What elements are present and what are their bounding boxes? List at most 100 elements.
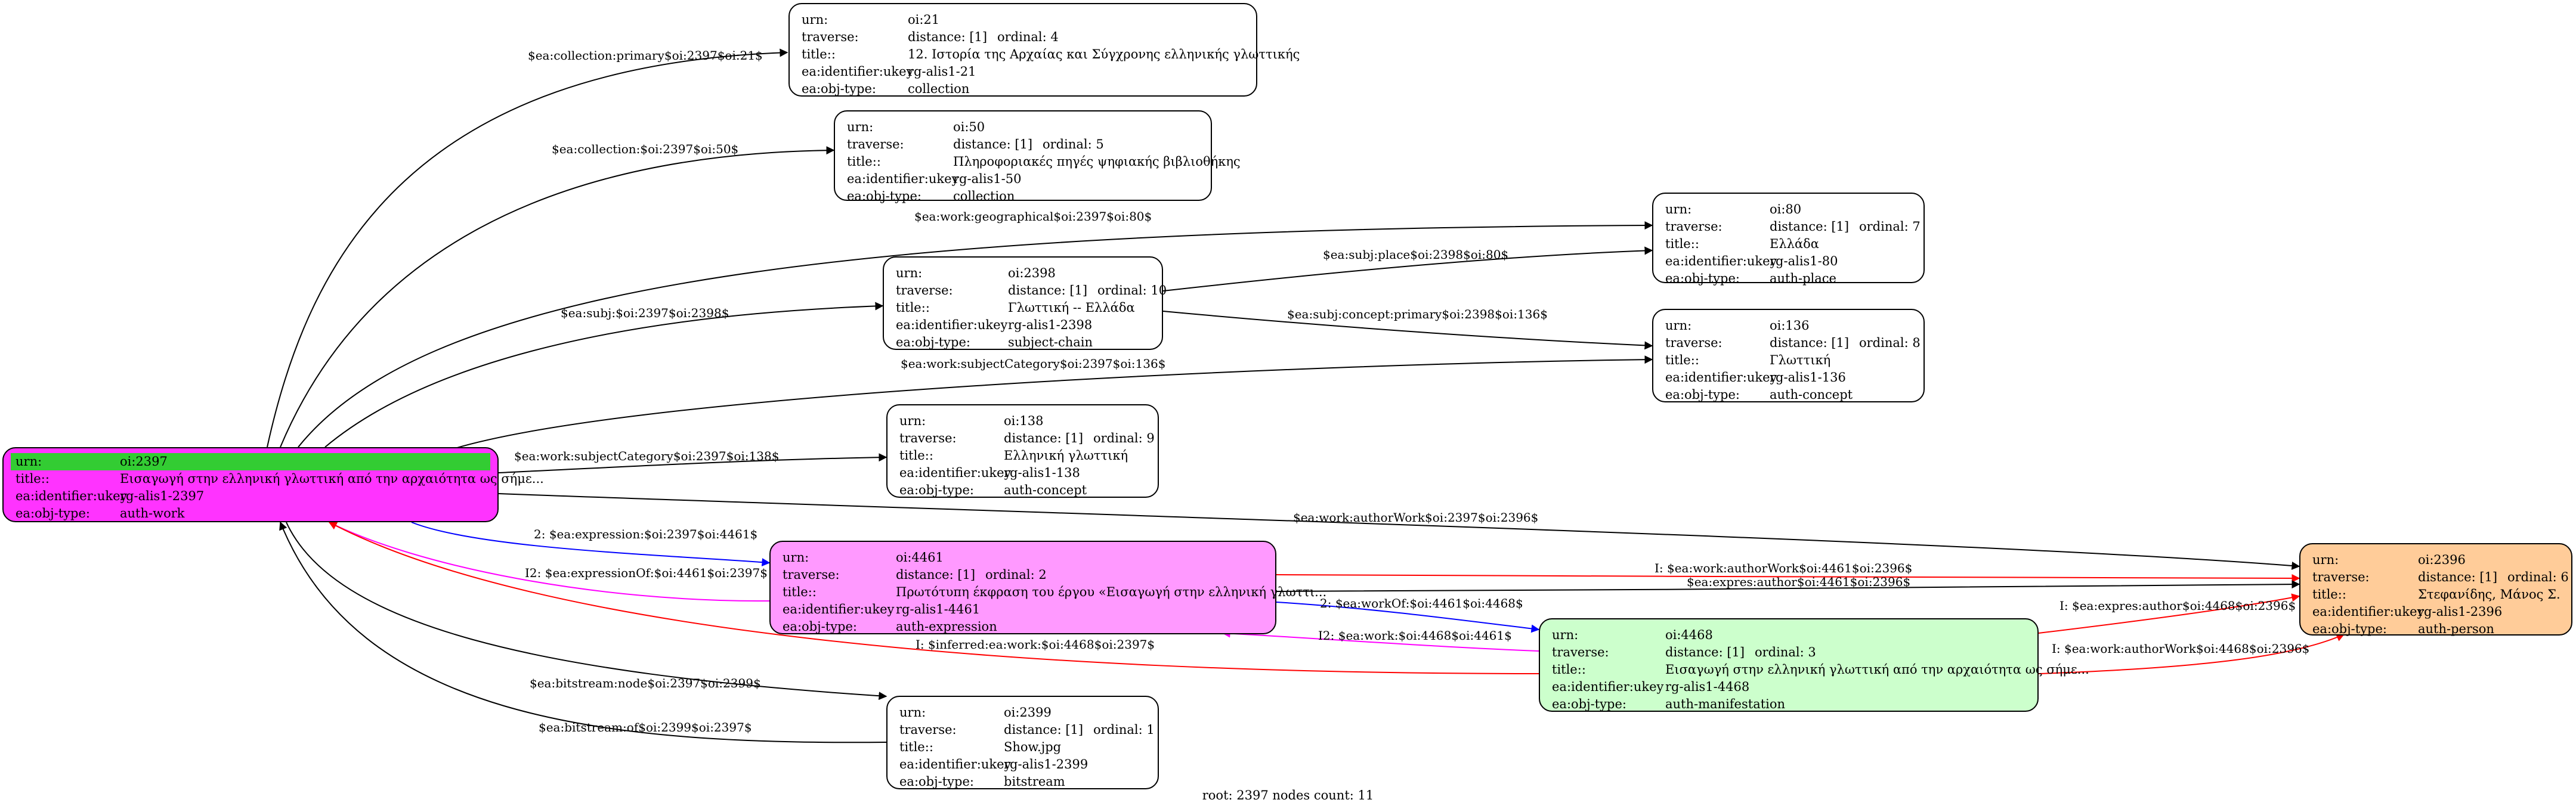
node-ukey: rg-alis1-4468 [1665, 680, 1750, 694]
node-oi-80[interactable]: urn:oi:80 traverse:distance: [1]ordinal:… [1652, 193, 1925, 286]
field-label: urn: [802, 13, 828, 27]
edge-label: I: $ea:work:authorWork$oi:4468$oi:2396$ [2052, 641, 2309, 656]
node-objtype: auth-person [2418, 622, 2494, 636]
edge-label: I: $inferred:ea:work:$oi:4468$oi:2397$ [916, 637, 1155, 652]
node-ukey: rg-alis1-2396 [2418, 605, 2503, 619]
node-urn: oi:2399 [1004, 705, 1052, 720]
node-title: Εισαγωγή στην ελληνική γλωττική από την … [1665, 662, 2089, 677]
field-label: traverse: [1665, 336, 1723, 350]
node-objtype: bitstream [1004, 774, 1065, 789]
node-objtype: auth-expression [896, 619, 997, 634]
edge-subj-concept-primary [1162, 311, 1653, 350]
node-oi-2397-root[interactable]: urn: oi:2397 title::Εισαγωγή στην ελληνικ… [2, 447, 544, 522]
edge-label: I: $ea:expres:author$oi:4468$oi:2396$ [2059, 599, 2296, 613]
field-label: traverse: [896, 283, 953, 297]
node-urn: oi:136 [1770, 318, 1810, 333]
edge-work-of [1276, 602, 1540, 633]
field-label: title:: [899, 740, 933, 754]
node-ordinal: ordinal: 1 [1093, 723, 1155, 737]
edge-i-author-work-4468 [2038, 633, 2345, 674]
node-oi-4461[interactable]: urn:oi:4461 traverse:distance: [1]ordina… [769, 541, 1326, 634]
field-label: ea:obj-type: [16, 506, 90, 520]
edge-subject-category-138 [498, 453, 887, 473]
node-objtype: auth-concept [1770, 388, 1853, 402]
node-ordinal: ordinal: 2 [985, 568, 1047, 582]
field-label: urn: [1665, 318, 1692, 333]
edge-label: $ea:work:geographical$oi:2397$oi:80$ [914, 209, 1152, 224]
field-label: ea:obj-type: [1552, 697, 1626, 711]
edge-inferred-work [328, 522, 1539, 674]
field-label: traverse: [1665, 219, 1723, 234]
node-oi-2398[interactable]: urn:oi:2398 traverse:distance: [1]ordina… [883, 256, 1167, 350]
field-label: ea:obj-type: [2312, 622, 2387, 636]
field-label: title:: [1552, 662, 1586, 677]
edge-label: I2: $ea:expressionOf:$oi:4461$oi:2397$ [525, 566, 768, 580]
node-ukey: rg-alis1-138 [1004, 466, 1080, 480]
node-ordinal: ordinal: 9 [1093, 431, 1155, 445]
field-label: title:: [16, 472, 50, 486]
node-urn: oi:4468 [1665, 628, 1713, 642]
node-distance: distance: [1] [2418, 570, 2498, 584]
edge-label: $ea:bitstream:node$oi:2397$oi:2399$ [530, 676, 761, 690]
node-ukey: rg-alis1-80 [1770, 254, 1838, 268]
node-oi-4468[interactable]: urn:oi:4468 traverse:distance: [1]ordina… [1539, 618, 2089, 712]
edge-i-expres-author-4468 [2038, 593, 2300, 634]
edge-label: 2: $ea:workOf:$oi:4461$oi:4468$ [1320, 596, 1523, 610]
edge-subject-category-136 [435, 355, 1653, 455]
node-title: Στεφανίδης, Μάνος Σ. [2418, 587, 2560, 602]
node-distance: distance: [1] [1770, 219, 1850, 234]
node-distance: distance: [1] [1004, 723, 1084, 737]
field-label: ea:obj-type: [899, 483, 974, 497]
node-oi-138[interactable]: urn:oi:138 traverse:distance: [1]ordinal… [886, 404, 1159, 498]
node-title: Εισαγωγή στην ελληνική γλωττική από την … [120, 472, 544, 486]
field-label: ea:identifier:ukey [16, 489, 128, 503]
edge-label: $ea:subj:concept:primary$oi:2398$oi:136$ [1287, 307, 1548, 321]
edge-label: $ea:work:subjectCategory$oi:2397$oi:136$ [901, 357, 1165, 371]
node-urn: oi:2397 [120, 454, 168, 469]
node-distance: distance: [1] [1770, 336, 1850, 350]
node-ukey: rg-alis1-50 [953, 172, 1022, 186]
node-urn: oi:21 [908, 13, 940, 27]
field-label: urn: [899, 705, 926, 720]
node-ukey: rg-alis1-2397 [120, 489, 205, 503]
field-label: ea:identifier:ukey [847, 172, 959, 186]
node-objtype: collection [953, 189, 1015, 203]
node-oi-136[interactable]: urn:oi:136 traverse:distance: [1]ordinal… [1652, 309, 1925, 402]
field-label: title:: [1665, 237, 1699, 251]
node-objtype: auth-concept [1004, 483, 1087, 497]
node-ukey: rg-alis1-4461 [896, 602, 981, 616]
field-label: urn: [2312, 553, 2339, 567]
node-oi-2396[interactable]: urn:oi:2396 traverse:distance: [1]ordina… [2299, 543, 2572, 636]
field-label: ea:obj-type: [1665, 271, 1740, 286]
node-oi-2399[interactable]: urn: oi:2399 traverse: distance: [1] ordina… [886, 696, 1159, 789]
field-label: urn: [783, 550, 809, 565]
node-objtype: auth-place [1770, 271, 1836, 286]
node-distance: distance: [1] [1665, 645, 1745, 659]
node-oi-21[interactable]: urn:oi:21 traverse:distance: [1]ordinal:… [788, 3, 1300, 97]
node-objtype: subject-chain [1008, 335, 1093, 349]
node-title: Show.jpg [1004, 740, 1062, 754]
edge-label: $ea:bitstream:of$oi:2399$oi:2397$ [539, 720, 752, 734]
node-title: Ελληνική γλωττική [1004, 448, 1128, 463]
node-distance: distance: [1] [953, 137, 1033, 151]
node-title: Γλωττική -- Ελλάδα [1008, 300, 1135, 315]
node-urn: oi:2396 [2418, 553, 2466, 567]
field-label: traverse: [899, 723, 957, 737]
edge-expression [411, 522, 771, 567]
node-distance: distance: [1] [896, 568, 976, 582]
edge-work-back [1221, 629, 1539, 652]
field-label: urn: [16, 454, 42, 469]
field-label: ea:identifier:ukey [2312, 605, 2425, 619]
field-label: urn: [1552, 628, 1579, 642]
node-ukey: rg-alis1-2398 [1008, 318, 1093, 332]
field-label: ea:obj-type: [1665, 388, 1740, 402]
node-urn: oi:4461 [896, 550, 944, 565]
field-label: urn: [899, 414, 926, 428]
field-label: traverse: [847, 137, 904, 151]
edge-label: $ea:subj:$oi:2397$oi:2398$ [561, 306, 729, 320]
node-urn: oi:138 [1004, 414, 1044, 428]
root-header-row: urn: oi:2397 [11, 453, 490, 470]
edge-label: $ea:collection:primary$oi:2397$oi:21$ [528, 48, 763, 63]
node-oi-50[interactable]: urn:oi:50 traverse:distance: [1]ordinal:… [834, 110, 1241, 203]
